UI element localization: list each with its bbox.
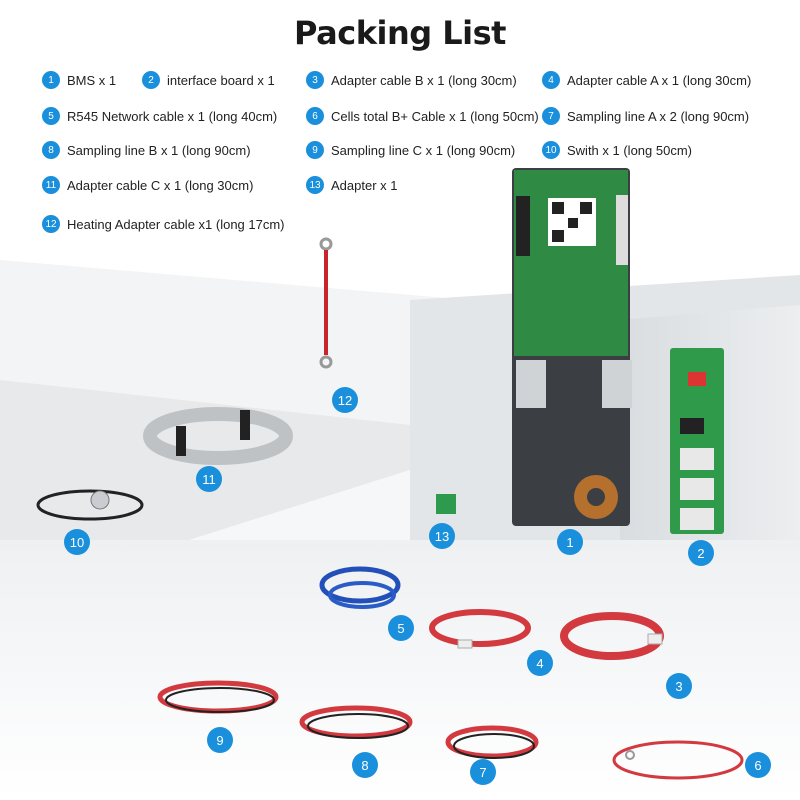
legend-item-7: 7 Sampling line A x 2 (long 90cm) xyxy=(542,106,749,126)
legend-label-1: BMS x 1 xyxy=(67,72,117,88)
badge-4: 4 xyxy=(542,71,560,89)
callout-6: 6 xyxy=(745,752,771,778)
callout-3: 3 xyxy=(666,673,692,699)
legend-item-5: 5 R545 Network cable x 1 (long 40cm) xyxy=(42,106,277,126)
page-title: Packing List xyxy=(294,14,506,52)
legend-item-3: 3 Adapter cable B x 1 (long 30cm) xyxy=(306,70,517,90)
legend-label-10: Swith x 1 (long 50cm) xyxy=(567,142,692,158)
legend-label-2: interface board x 1 xyxy=(167,72,275,88)
legend-item-12: 12 Heating Adapter cable x1 (long 17cm) xyxy=(42,214,285,234)
badge-5: 5 xyxy=(42,107,60,125)
legend-item-1: 1 BMS x 1 xyxy=(42,70,116,90)
adapter-block xyxy=(436,494,456,514)
callout-11: 11 xyxy=(196,466,222,492)
callout-5: 5 xyxy=(388,615,414,641)
legend-label-8: Sampling line B x 1 (long 90cm) xyxy=(67,142,251,158)
adapter-cable-b xyxy=(560,612,664,660)
bms-board xyxy=(512,168,632,526)
legend-label-5: R545 Network cable x 1 (long 40cm) xyxy=(67,108,278,124)
callout-2: 2 xyxy=(688,540,714,566)
sampling-line-a xyxy=(445,725,539,759)
badge-2: 2 xyxy=(142,71,160,89)
legend-item-13: 13 Adapter x 1 xyxy=(306,175,398,195)
legend-item-6: 6 Cells total B+ Cable x 1 (long 50cm) xyxy=(306,106,539,126)
badge-9: 9 xyxy=(306,141,324,159)
legend-label-7: Sampling line A x 2 (long 90cm) xyxy=(567,108,750,124)
badge-13: 13 xyxy=(306,176,324,194)
badge-3: 3 xyxy=(306,71,324,89)
badge-6: 6 xyxy=(306,107,324,125)
legend-label-13: Adapter x 1 xyxy=(331,177,398,193)
badge-7: 7 xyxy=(542,107,560,125)
legend-item-11: 11 Adapter cable C x 1 (long 30cm) xyxy=(42,175,253,195)
interface-board xyxy=(670,348,724,534)
legend-label-9: Sampling line C x 1 (long 90cm) xyxy=(331,142,516,158)
badge-8: 8 xyxy=(42,141,60,159)
sampling-line-b xyxy=(299,705,413,739)
callout-8: 8 xyxy=(352,752,378,778)
switch-cable xyxy=(36,489,144,521)
legend-item-10: 10 Swith x 1 (long 50cm) xyxy=(542,140,692,160)
legend-label-6: Cells total B+ Cable x 1 (long 50cm) xyxy=(331,108,539,124)
callout-9: 9 xyxy=(207,727,233,753)
callout-7: 7 xyxy=(470,759,496,785)
legend-label-3: Adapter cable B x 1 (long 30cm) xyxy=(331,72,517,88)
sampling-line-c xyxy=(157,680,279,714)
badge-1: 1 xyxy=(42,71,60,89)
callout-4: 4 xyxy=(527,650,553,676)
callout-12: 12 xyxy=(332,387,358,413)
badge-11: 11 xyxy=(42,176,60,194)
legend-label-4: Adapter cable A x 1 (long 30cm) xyxy=(567,72,752,88)
floor xyxy=(0,540,800,800)
legend-label-11: Adapter cable C x 1 (long 30cm) xyxy=(67,177,254,193)
heating-adapter-cable xyxy=(319,237,333,369)
legend-item-9: 9 Sampling line C x 1 (long 90cm) xyxy=(306,140,515,160)
network-cable xyxy=(319,566,401,609)
callout-1: 1 xyxy=(557,529,583,555)
callout-13: 13 xyxy=(429,523,455,549)
cells-total-cable xyxy=(612,740,744,780)
legend-item-2: 2 interface board x 1 xyxy=(142,70,275,90)
adapter-cable-a xyxy=(429,609,531,649)
legend-label-12: Heating Adapter cable x1 (long 17cm) xyxy=(67,216,285,232)
badge-12: 12 xyxy=(42,215,60,233)
badge-10: 10 xyxy=(542,141,560,159)
legend-item-4: 4 Adapter cable A x 1 (long 30cm) xyxy=(542,70,751,90)
ribbon-cable xyxy=(143,407,293,465)
legend-item-8: 8 Sampling line B x 1 (long 90cm) xyxy=(42,140,251,160)
callout-10: 10 xyxy=(64,529,90,555)
